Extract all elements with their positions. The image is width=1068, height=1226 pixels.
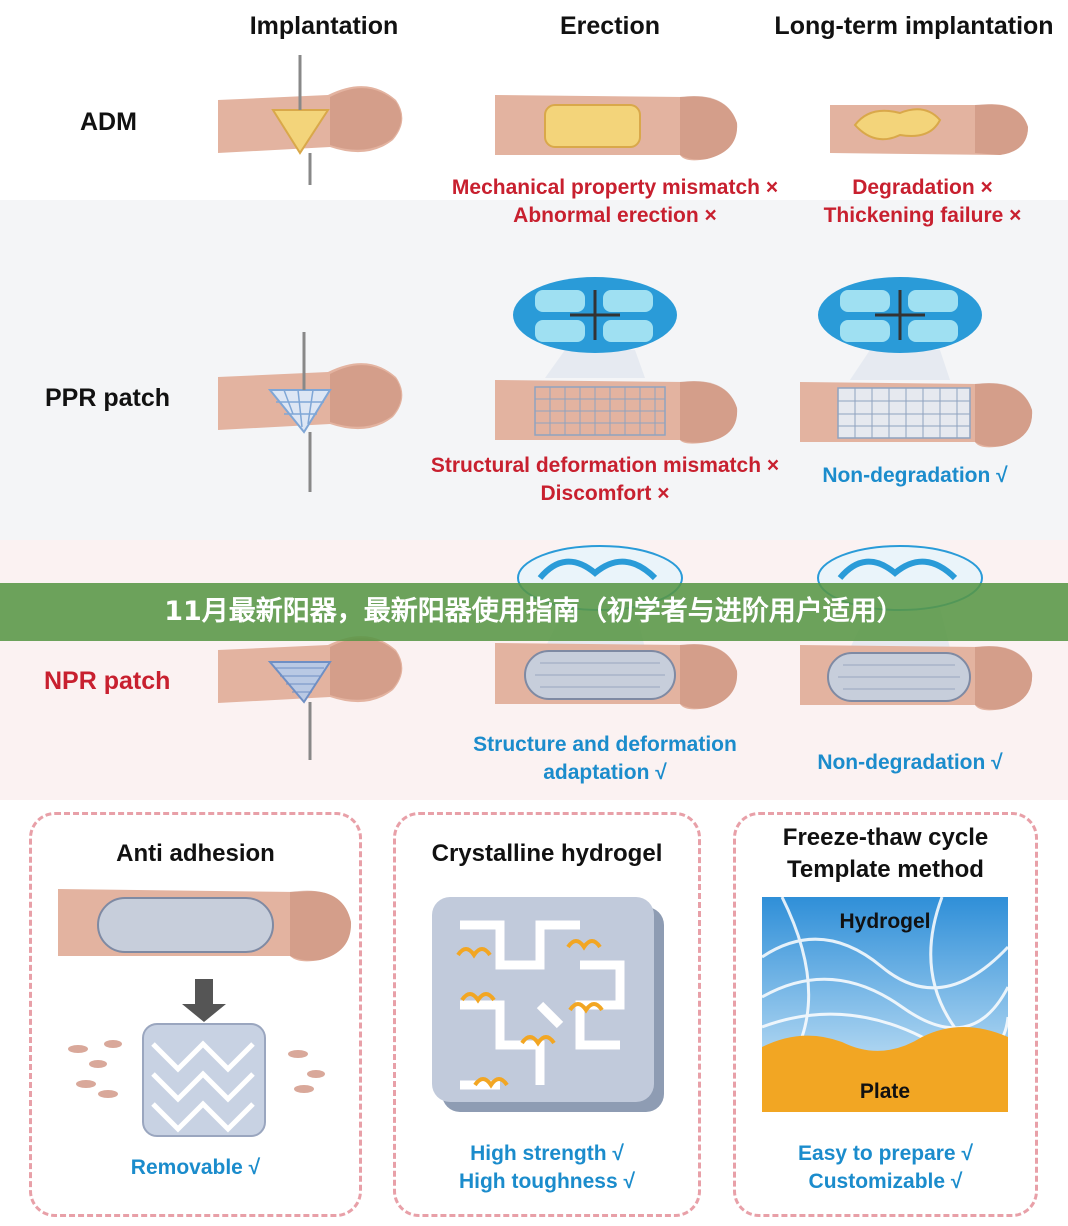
anti-adhesion-notes: Removable √ xyxy=(29,1154,362,1182)
row-label-ppr: PPR patch xyxy=(45,384,171,412)
ppr-implantation-illustration xyxy=(218,332,403,492)
column-header-long-term: Long-term implantation xyxy=(774,12,1054,40)
npr-erection-notes: Structure and deformation adaptation √ xyxy=(440,731,770,787)
ppr-long-term-note: Non-degradation √ xyxy=(822,464,1008,487)
ppr-erection-note: Discomfort × xyxy=(540,482,670,505)
anti-adhesion-note: Removable √ xyxy=(130,1156,261,1179)
freeze-thaw-note: Customizable √ xyxy=(808,1170,963,1193)
npr-long-term-notes: Non-degradation √ xyxy=(795,749,1025,777)
panel-crystalline-title: Crystalline hydrogel xyxy=(431,840,663,867)
crystalline-note: High strength √ xyxy=(470,1142,624,1165)
ppr-long-term-illustration xyxy=(800,277,1033,448)
freeze-thaw-illustration xyxy=(761,896,1010,1112)
npr-erection-note: adaptation √ xyxy=(543,761,667,784)
freeze-thaw-note: Easy to prepare √ xyxy=(798,1142,973,1165)
adm-long-term-notes: Degradation × Thickening failure × xyxy=(800,174,1045,230)
freeze-thaw-title-line: Freeze-thaw cycle xyxy=(782,824,989,851)
column-header-implantation: Implantation xyxy=(249,12,399,40)
ppr-long-term-notes: Non-degradation √ xyxy=(800,462,1030,490)
adm-erection-note: Mechanical property mismatch × xyxy=(451,176,779,199)
panel-freeze-thaw-title: Freeze-thaw cycle Template method xyxy=(733,822,1038,886)
adm-long-term-note: Thickening failure × xyxy=(823,204,1022,227)
adm-long-term-illustration xyxy=(830,104,1028,155)
panel-crystalline-hydrogel xyxy=(393,812,701,1217)
row-label-npr: NPR patch xyxy=(44,667,171,695)
adm-erection-illustration xyxy=(495,95,738,161)
crystalline-hydrogel-illustration xyxy=(432,897,664,1112)
row-label-adm: ADM xyxy=(80,108,137,136)
adm-erection-note: Abnormal erection × xyxy=(513,204,717,227)
ppr-erection-note: Structural deformation mismatch × xyxy=(430,454,780,477)
adm-long-term-note: Degradation × xyxy=(852,176,993,199)
hydrogel-label: Hydrogel xyxy=(839,910,931,933)
anti-adhesion-illustration xyxy=(58,889,352,1137)
panel-anti-adhesion-title: Anti adhesion xyxy=(116,840,275,867)
column-header-erection: Erection xyxy=(559,12,661,40)
title-banner: 11月最新阳器，最新阳器使用指南（初学者与进阶用户适用） xyxy=(0,583,1068,641)
npr-long-term-note: Non-degradation √ xyxy=(817,751,1003,774)
ppr-erection-notes: Structural deformation mismatch × Discom… xyxy=(405,452,805,508)
freeze-thaw-notes: Easy to prepare √ Customizable √ xyxy=(733,1140,1038,1196)
plate-label: Plate xyxy=(859,1080,911,1103)
freeze-thaw-title-line: Template method xyxy=(787,856,984,883)
crystalline-notes: High strength √ High toughness √ xyxy=(393,1140,701,1196)
panel-anti-adhesion xyxy=(29,812,362,1217)
panel-freeze-thaw xyxy=(733,812,1038,1217)
npr-erection-note: Structure and deformation xyxy=(473,733,737,756)
crystalline-note: High toughness √ xyxy=(458,1170,636,1193)
ppr-erection-illustration xyxy=(495,277,738,444)
adm-erection-notes: Mechanical property mismatch × Abnormal … xyxy=(430,174,800,230)
npr-implantation-illustration xyxy=(218,636,403,760)
adm-implantation-illustration xyxy=(218,55,403,185)
